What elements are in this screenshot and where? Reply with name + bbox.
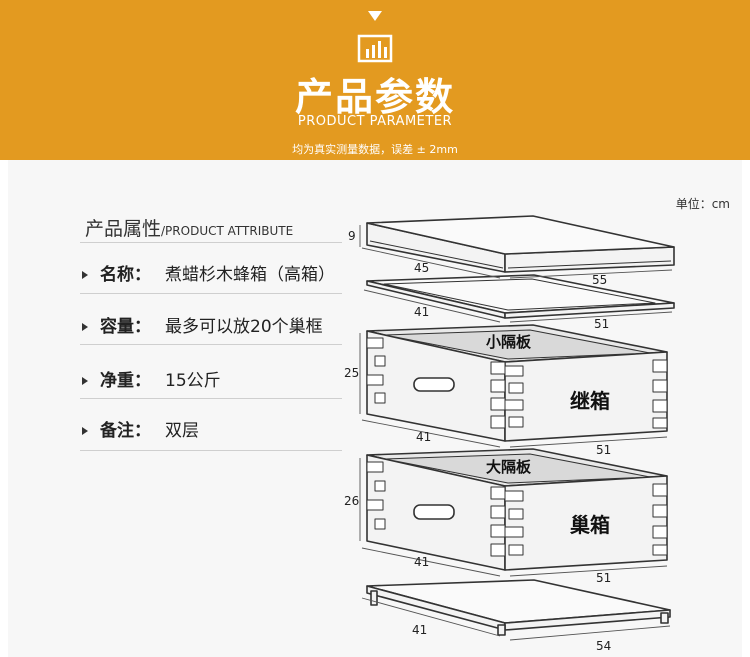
board-length-label: 51 (594, 317, 609, 331)
attribute-row: 名称： 煮蜡杉木蜂箱（高箱） (82, 260, 335, 285)
large-partition-label: 大隔板 (486, 458, 532, 476)
attribute-row: 净重： 15公斤 (82, 366, 221, 391)
unit-label: 单位：cm (675, 197, 730, 211)
divider (80, 398, 342, 399)
divider (80, 344, 342, 345)
header-banner: 产品参数 PRODUCT PARAMETER 均为真实测量数据，误差 ± 2mm (0, 0, 750, 160)
attributes-title-en: /PRODUCT ATTRIBUTE (161, 224, 294, 238)
lower-box-height-label: 26 (344, 494, 359, 508)
base-width-label: 41 (412, 623, 427, 637)
base-drawing (366, 579, 671, 636)
upper-box-height-label: 25 (344, 366, 359, 380)
attribute-row: 容量： 最多可以放20个巢框 (82, 312, 323, 337)
attribute-value: 双层 (165, 421, 199, 441)
triangle-bullet-icon (82, 271, 88, 279)
upper-box-length-label: 51 (596, 443, 611, 457)
divider (80, 293, 342, 294)
attribute-label: 名称： (100, 265, 151, 285)
board-width-label: 41 (414, 305, 429, 319)
upper-box-drawing (366, 324, 668, 442)
attributes-title: 产品属性 (85, 218, 162, 240)
attributes-heading: 产品属性/PRODUCT ATTRIBUTE (85, 214, 293, 241)
lid-drawing (366, 215, 675, 273)
upper-box-name: 继箱 (570, 389, 610, 413)
page-title: 产品参数 (294, 75, 455, 119)
page-subtitle: PRODUCT PARAMETER (297, 114, 453, 129)
divider (80, 450, 342, 451)
attribute-row: 备注： 双层 (82, 416, 199, 441)
triangle-bullet-icon (82, 377, 88, 385)
lower-box-drawing (366, 448, 668, 571)
lower-box-name: 巢箱 (569, 513, 610, 537)
base-length-label: 54 (596, 639, 611, 653)
triangle-bullet-icon (82, 427, 88, 435)
attribute-value: 煮蜡杉木蜂箱（高箱） (165, 265, 335, 285)
lid-length-label: 55 (592, 273, 607, 287)
lower-box-length-label: 51 (596, 571, 611, 585)
inner-board-drawing (366, 274, 675, 319)
divider (80, 242, 342, 243)
upper-box-width-label: 41 (416, 430, 431, 444)
measurement-note: 均为真实测量数据，误差 ± 2mm (292, 143, 458, 156)
attribute-label: 容量： (100, 317, 151, 337)
lid-width-label: 45 (414, 261, 429, 275)
attribute-label: 备注： (100, 421, 151, 441)
triangle-bullet-icon (82, 323, 88, 331)
attribute-value: 15公斤 (165, 371, 221, 391)
attribute-label: 净重： (100, 371, 151, 391)
lid-height-label: 9 (348, 229, 356, 243)
small-partition-label: 小隔板 (486, 333, 532, 351)
lower-box-width-label: 41 (414, 555, 429, 569)
attribute-value: 最多可以放20个巢框 (165, 317, 323, 337)
notch-icon (368, 11, 382, 21)
bar-chart-icon (357, 34, 393, 63)
